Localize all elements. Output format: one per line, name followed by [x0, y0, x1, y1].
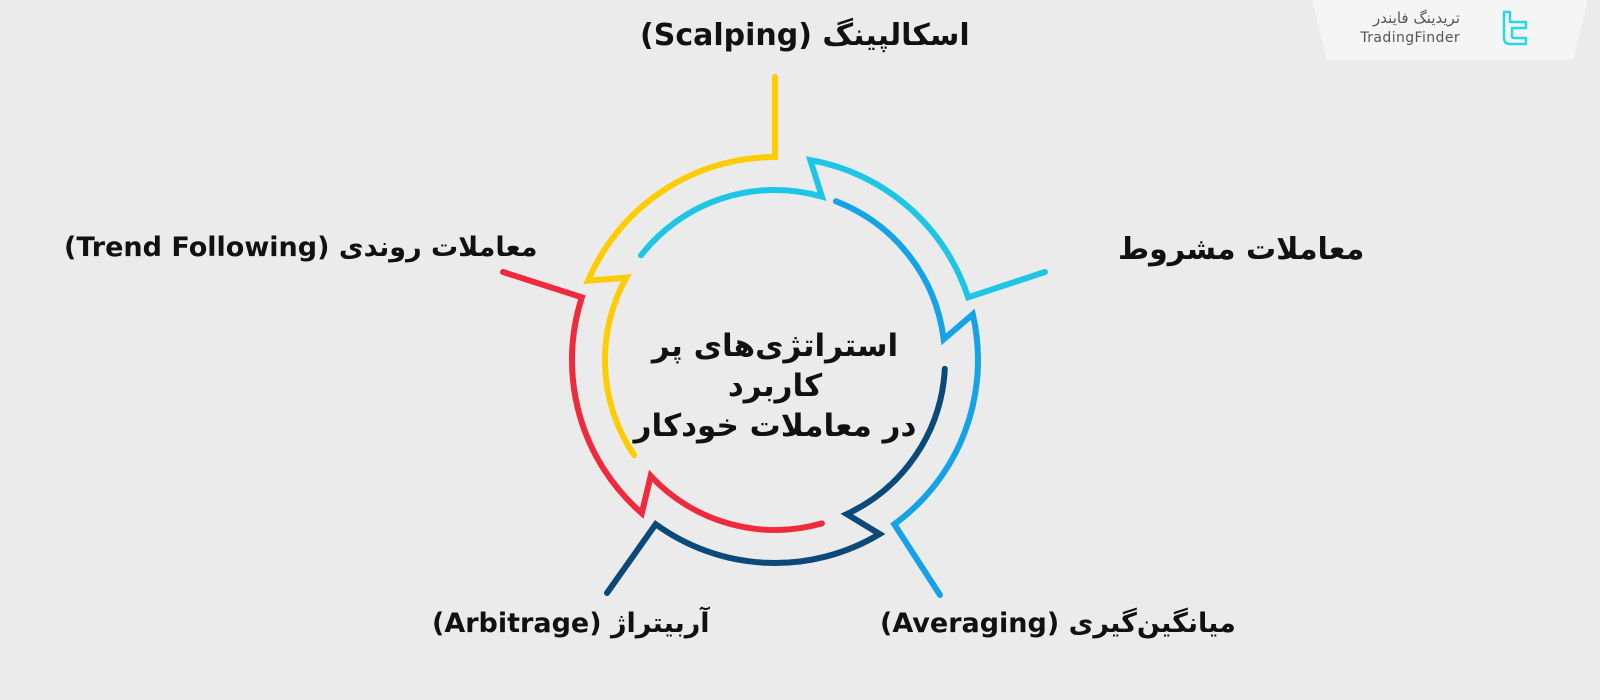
segment-conditional	[638, 156, 1048, 302]
label-arbitrage: آربیتراژ (Arbitrage)	[432, 608, 710, 639]
tradingfinder-logo-icon	[1502, 10, 1528, 46]
label-averaging: میانگین‌گیری (Averaging)	[880, 608, 1236, 639]
label-trend-following: معاملات روندی (Trend Following)	[64, 232, 538, 263]
segment-arbitrage	[604, 365, 948, 596]
brand-text: تریدینگ فایندر TradingFinder	[1360, 8, 1460, 48]
segment-averaging	[832, 198, 981, 598]
brand-name-fa: تریدینگ فایندر	[1373, 9, 1460, 27]
brand-name-en: TradingFinder	[1360, 30, 1460, 46]
brand-badge	[1310, 0, 1590, 60]
center-title-line-1: استراتژی‌های پر کاربرد	[651, 328, 899, 404]
center-title: استراتژی‌های پر کاربرد در معاملات خودکار	[610, 326, 940, 446]
center-title-line-2: در معاملات خودکار	[633, 408, 917, 444]
label-conditional-trading: معاملات مشروط	[1118, 232, 1365, 267]
segment-scalping	[583, 74, 778, 459]
segment-trend-following	[500, 269, 825, 533]
label-scalping: اسکالپینگ (Scalping)	[640, 18, 970, 53]
